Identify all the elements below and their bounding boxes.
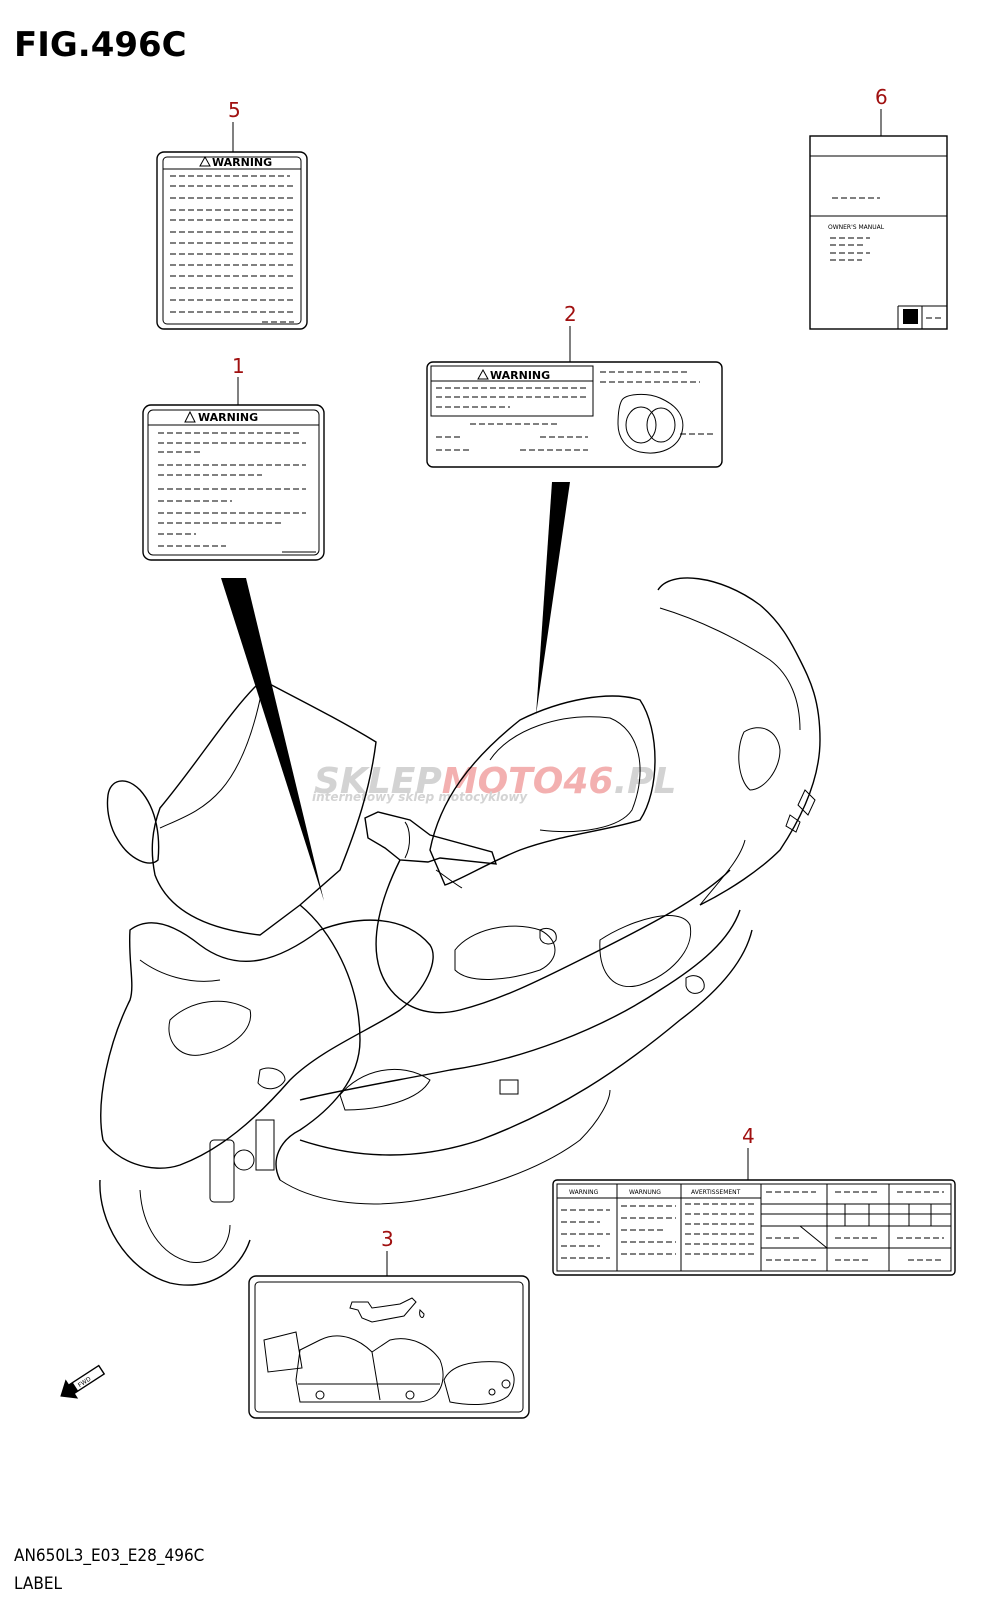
callout-6: 6 [875, 85, 888, 109]
engine-dipstick-icon [263, 1331, 515, 1405]
label-6-manual-card: 6 OWNER'S MANUAL [809, 85, 948, 330]
label-2-warning-helmet: 2 WARNING [426, 302, 723, 468]
watermark: SKLEPMOTO46.PL internetowy sklep motocyk… [312, 761, 676, 804]
label-1-heading: WARNING [198, 411, 258, 424]
helmet-icon [617, 393, 684, 454]
label-1-text-lines [158, 432, 316, 553]
pointer-label-2 [536, 482, 570, 715]
label-4-multilang-warning: 4 WARNING WARNUNG AVERTISSEMENT [552, 1124, 956, 1276]
label-5-warning: 5 WARNING [156, 98, 308, 330]
label-6-heading: OWNER'S MANUAL [828, 224, 885, 231]
label-2-heading: WARNING [490, 369, 550, 382]
callout-1: 1 [232, 354, 245, 378]
label-3-oil-level: 3 [248, 1227, 530, 1419]
watermark-text-d: .PL [613, 761, 676, 802]
callout-4: 4 [742, 1124, 755, 1148]
label-4-heading-en: WARNING [569, 1189, 599, 1196]
watermark-text-a: SKLEP [314, 761, 442, 802]
label-4-heading-de: WARNUNG [629, 1189, 661, 1196]
watermark-text-c: 46 [562, 761, 613, 802]
fwd-direction-arrow: FWD [60, 1364, 106, 1399]
leader-pointers [221, 482, 570, 901]
suzuki-logo-icon [903, 309, 918, 324]
label-4-heading-fr: AVERTISSEMENT [691, 1189, 741, 1196]
pointer-label-1 [221, 578, 324, 901]
section-name: LABEL [14, 1574, 63, 1594]
watermark-tagline: internetowy sklep motocyklowy [312, 790, 528, 804]
warning-triangle-icon [184, 410, 196, 423]
watermark-text-b: MOTO [442, 761, 564, 802]
svg-text:SKLEPMOTO46.PL: SKLEPMOTO46.PL [314, 761, 676, 802]
label-1-warning: 1 WARNING [142, 354, 325, 561]
label-4-spec-table [761, 1184, 951, 1271]
callout-2: 2 [564, 302, 577, 326]
figure-title: FIG.496C [14, 25, 187, 65]
callout-3: 3 [381, 1227, 394, 1251]
callout-5: 5 [228, 98, 241, 122]
scooter-illustration [99, 577, 821, 1286]
label-5-heading: WARNING [212, 156, 272, 169]
warning-triangle-icon [199, 155, 211, 167]
figure-code: AN650L3_E03_E28_496C [14, 1546, 204, 1566]
oil-can-icon [349, 1297, 425, 1323]
label-4-text-lines [561, 1203, 756, 1259]
label-5-text-lines [170, 175, 294, 323]
warning-triangle-icon [477, 368, 489, 380]
